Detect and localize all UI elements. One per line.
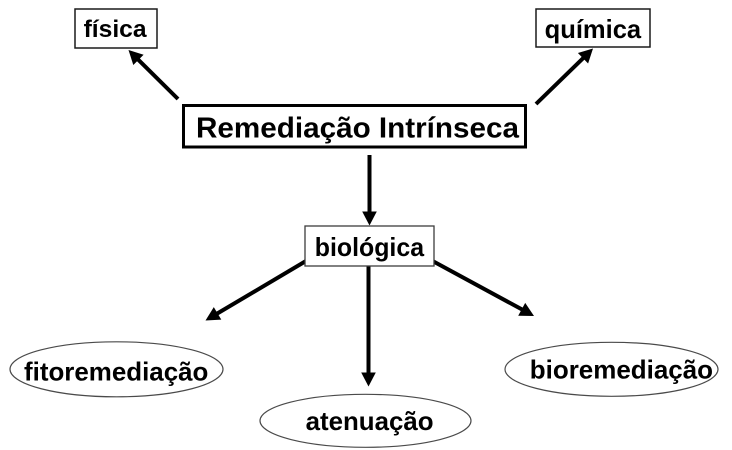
svg-text:fitoremediação: fitoremediação: [24, 357, 208, 387]
svg-text:química: química: [545, 14, 642, 44]
svg-text:física: física: [84, 16, 148, 43]
svg-text:Remediação Intrínseca: Remediação Intrínseca: [196, 113, 520, 145]
svg-text:biológica: biológica: [315, 232, 425, 262]
svg-text:atenuação: atenuação: [306, 406, 434, 436]
svg-text:bioremediação: bioremediação: [530, 354, 713, 384]
